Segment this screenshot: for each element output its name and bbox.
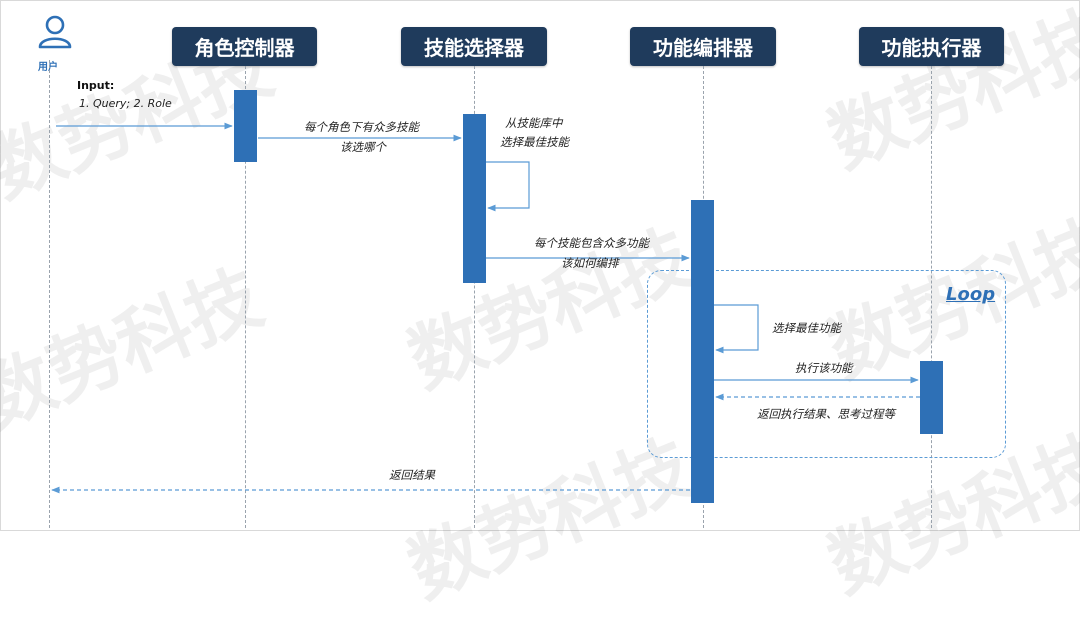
loop-label: Loop: [946, 284, 996, 305]
user-icon: [38, 15, 72, 49]
participant-function-executor: 功能执行器: [859, 27, 1004, 66]
message-executor-return: 返回执行结果、思考过程等: [757, 407, 895, 421]
lifeline-user: [49, 60, 50, 528]
message-arrows: [51, 122, 920, 494]
lifeline-function-executor: [931, 66, 932, 528]
message-skill-to-function-line1: 每个技能包含众多功能: [534, 236, 649, 250]
participant-function-orchestrator: 功能编排器: [630, 27, 776, 66]
participant-skill-selector: 技能选择器: [401, 27, 547, 66]
message-role-to-skill-line1: 每个角色下有众多技能: [304, 120, 419, 134]
message-skill-self-line2: 选择最佳技能: [500, 135, 569, 149]
message-final-return: 返回结果: [389, 468, 435, 482]
activation-role-controller: [234, 90, 257, 162]
lifeline-role-controller: [245, 66, 246, 528]
user-label: 用户: [38, 62, 58, 73]
input-title: Input:: [77, 79, 115, 92]
activation-function-executor: [920, 361, 943, 434]
message-skill-to-function-line2: 该如何编排: [561, 256, 619, 270]
message-function-to-executor: 执行该功能: [795, 361, 853, 375]
message-skill-self-line1: 从技能库中: [505, 116, 563, 130]
input-items: 1. Query; 2. Role: [79, 97, 172, 110]
lifeline-skill-selector: [474, 66, 475, 528]
message-role-to-skill-line2: 该选哪个: [340, 140, 386, 154]
message-function-self: 选择最佳功能: [772, 321, 841, 335]
activation-skill-selector: [463, 114, 486, 283]
arrow-function-self: [714, 304, 759, 354]
loop-frame: [647, 270, 1006, 458]
activation-function-orchestrator: [691, 200, 714, 503]
arrow-skill-self: [486, 161, 530, 212]
participant-role-controller: 角色控制器: [172, 27, 317, 66]
